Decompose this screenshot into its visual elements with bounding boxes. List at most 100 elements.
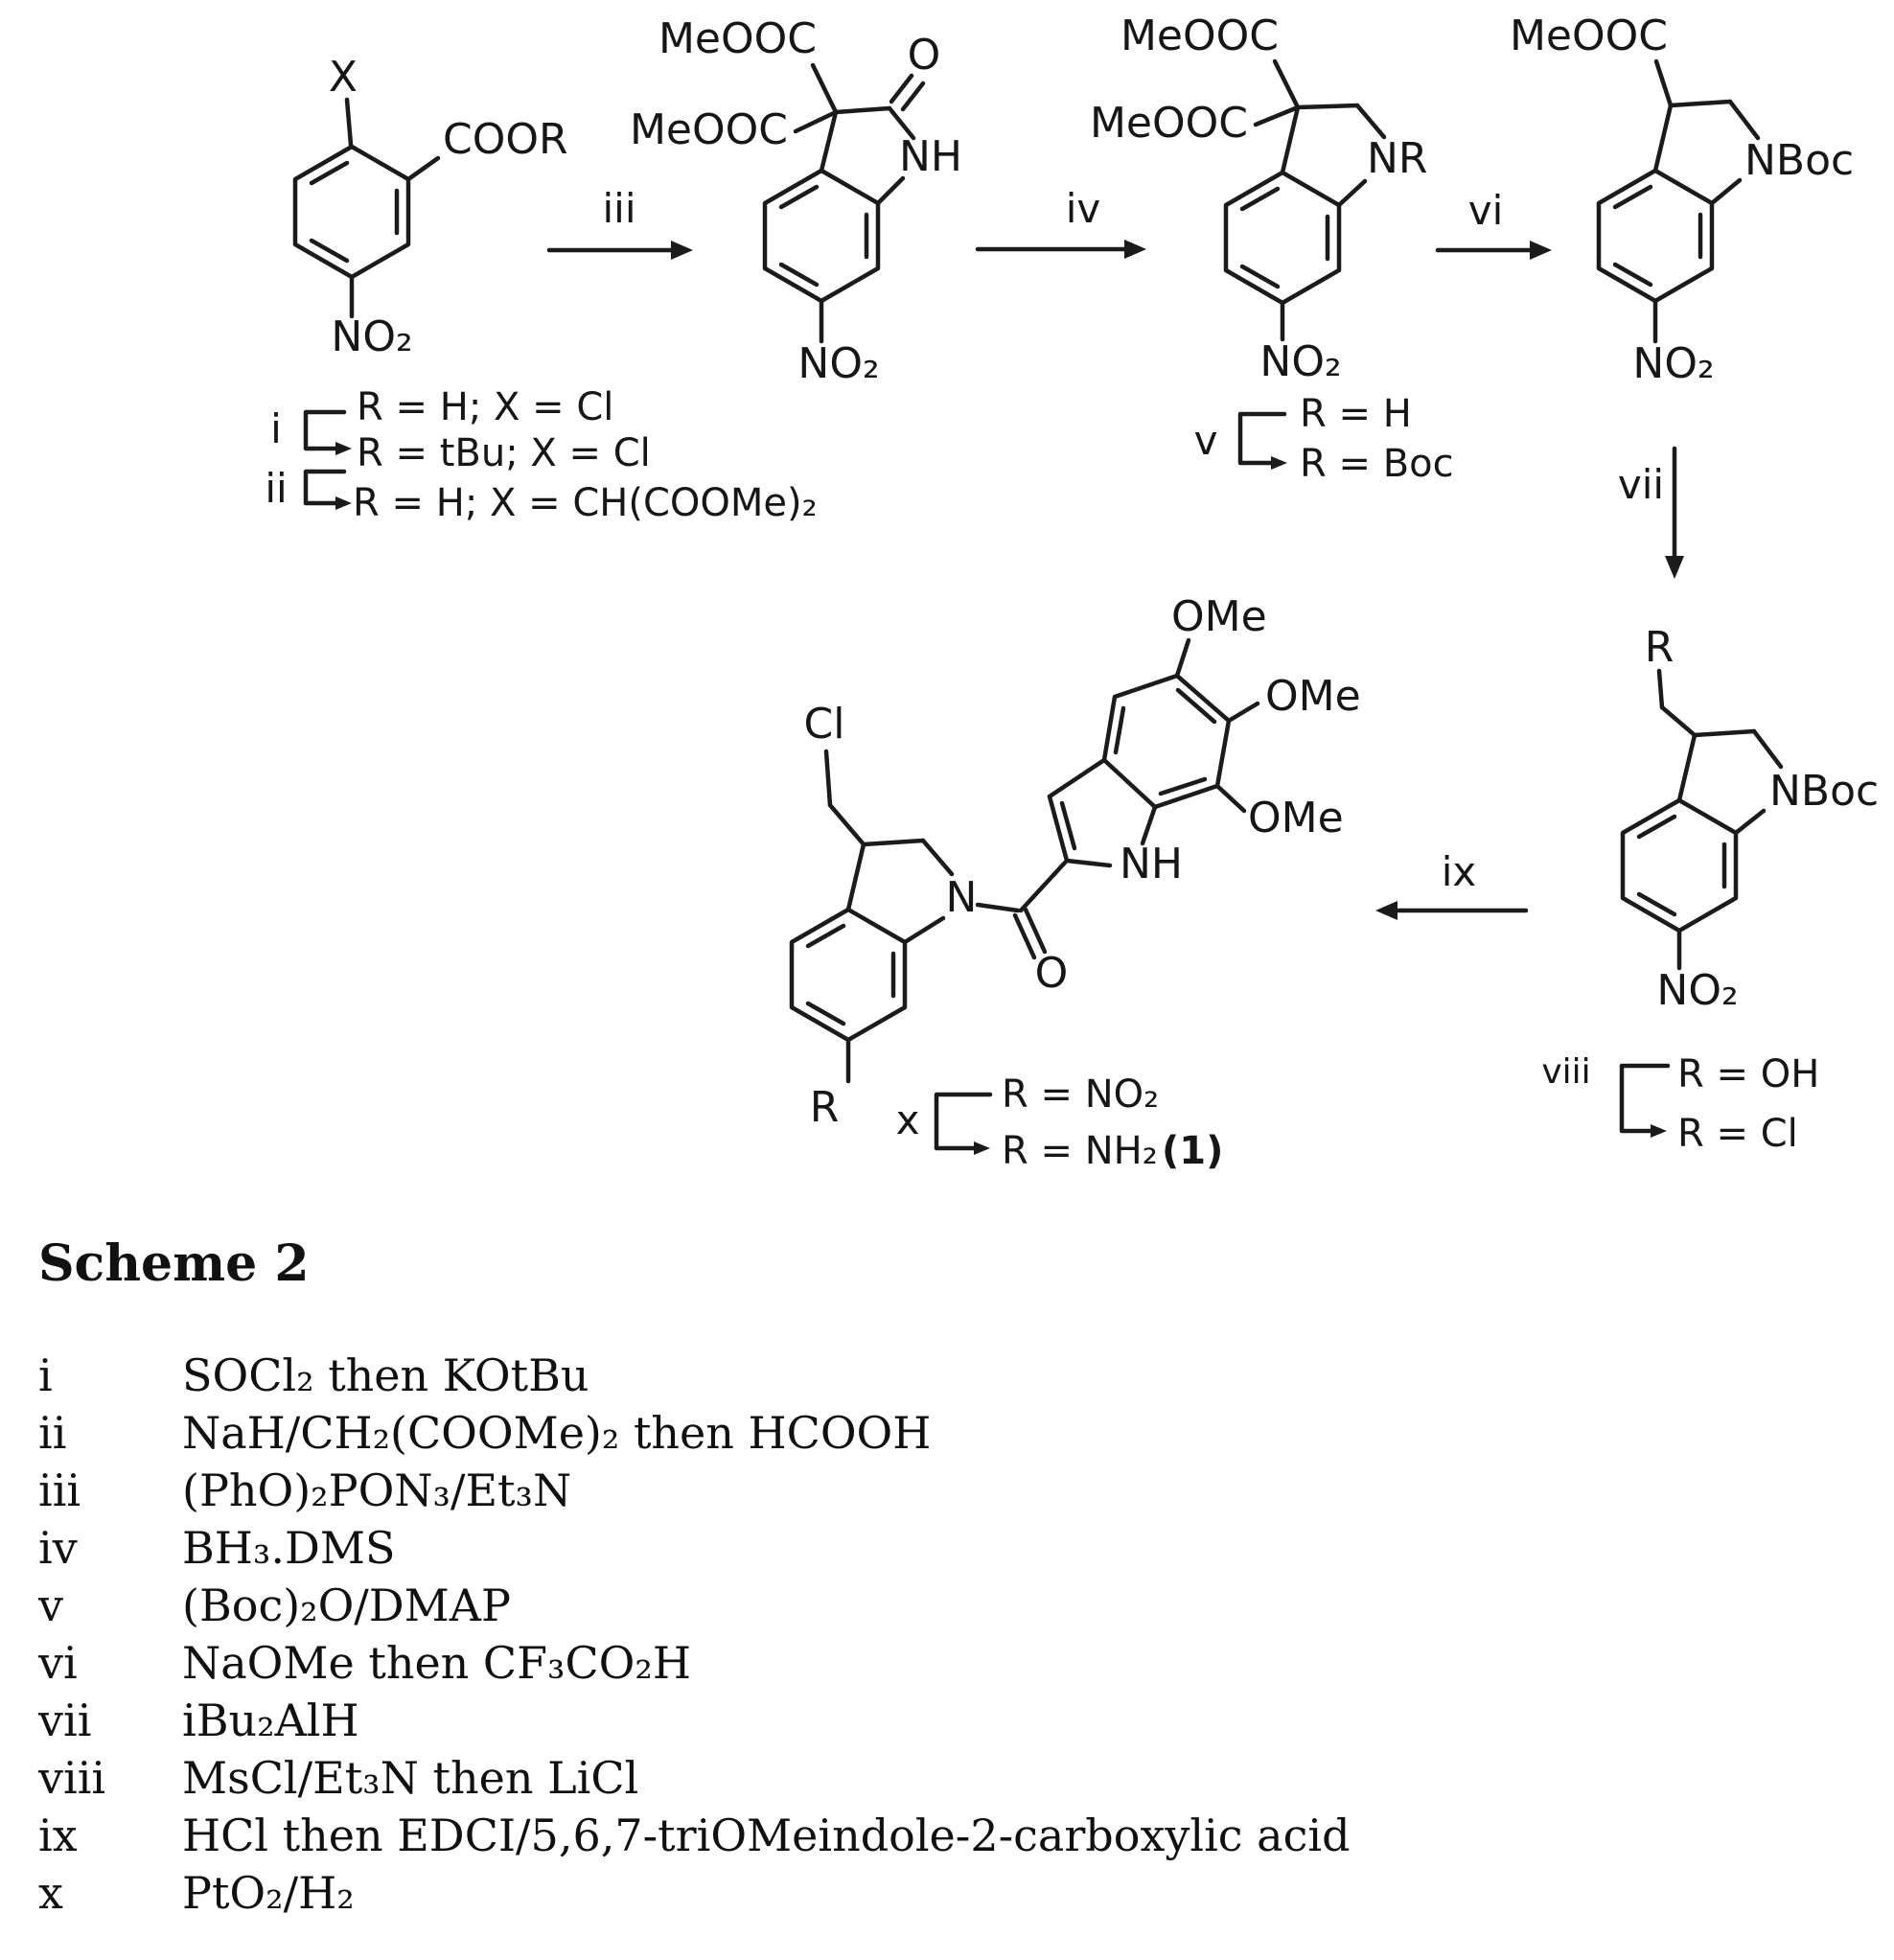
legend-row: ix HCl then EDCI/5,6,7-triOMeindole-2-ca… <box>38 1807 1351 1864</box>
legend-row: iii (PhO)₂PON₃/Et₃N <box>38 1462 1351 1519</box>
step-ii-label: ii <box>265 465 287 512</box>
ome-label: OMe <box>1248 794 1344 842</box>
legend-reagents: NaH/CH₂(COOMe)₂ then HCOOH <box>182 1407 932 1459</box>
benzene-ring <box>1223 170 1342 306</box>
legend-reagents: BH₃.DMS <box>182 1522 396 1574</box>
double-bond-inner <box>778 262 820 288</box>
bracket <box>1237 411 1287 466</box>
legend-row: v (Boc)₂O/DMAP <box>38 1577 1351 1634</box>
assignment-line: R = H; X = CH(COOMe)₂ <box>353 481 818 525</box>
double-bond-inner <box>1636 814 1677 840</box>
bond <box>920 838 955 877</box>
ketone-o-label: O <box>908 31 941 80</box>
benzene-ring <box>292 144 411 280</box>
double-bond-inner <box>805 1001 846 1026</box>
legend-reagents: SOCl₂ then KOtBu <box>182 1349 589 1401</box>
bond <box>1064 858 1113 868</box>
legend-step-numeral: ix <box>38 1810 78 1861</box>
step-vi-label: vi <box>1468 187 1504 234</box>
double-bond-inner <box>1239 186 1281 212</box>
bond <box>1652 103 1674 173</box>
bond <box>833 105 892 115</box>
assignment-line: R = H <box>1300 392 1412 436</box>
bond <box>975 902 1021 913</box>
arrow-step-ix: ix <box>1375 848 1529 920</box>
carbonyl-double-bond <box>1012 912 1037 960</box>
bond <box>344 97 354 148</box>
legend-step-numeral: vi <box>38 1637 78 1689</box>
bond <box>1226 701 1260 724</box>
arrowhead <box>1665 556 1684 579</box>
ester-label: MeOOC <box>630 105 788 154</box>
double-bond-inner <box>1113 705 1126 755</box>
carbonyl-double-bond <box>900 81 926 112</box>
bond <box>1727 99 1761 141</box>
legend-row: i SOCl₂ then KOtBu <box>38 1347 1351 1404</box>
ester-label: MeOOC <box>1510 12 1668 60</box>
bond <box>1047 757 1107 799</box>
reagent-legend: i SOCl₂ then KOtBu ii NaH/CH₂(COOMe)₂ th… <box>38 1347 1351 1922</box>
bond <box>827 802 866 847</box>
legend-row: vi NaOMe then CF₃CO₂H <box>38 1634 1351 1692</box>
double-bond-inner <box>778 184 820 210</box>
bond <box>810 62 839 115</box>
legend-reagents: PtO₂/H₂ <box>182 1867 355 1919</box>
ome-label: OMe <box>1171 592 1267 641</box>
structure-nboc-indoline-ester: MeOOC NBoc NO₂ <box>1510 12 1854 388</box>
structure-final-product: Cl N R O OMe OMe OMe NH <box>789 592 1361 1173</box>
bond <box>1659 704 1698 738</box>
bond <box>1653 58 1674 108</box>
benzene-ring <box>1596 168 1715 304</box>
double-bond-inner <box>1175 687 1217 725</box>
bond <box>1295 103 1360 110</box>
bond <box>1280 104 1301 175</box>
no2-label: NO₂ <box>1632 339 1714 388</box>
bracket <box>1619 1063 1671 1134</box>
benzene-ring <box>1620 797 1739 934</box>
legend-row: vii iBu₂AlH <box>38 1692 1351 1749</box>
bond <box>1692 728 1757 738</box>
bond <box>1668 99 1733 108</box>
assignment-line: R = OH <box>1677 1052 1819 1096</box>
legend-row: iv BH₃.DMS <box>38 1519 1351 1577</box>
step-x-label: x <box>896 1096 920 1143</box>
bracket <box>303 409 347 451</box>
step-viii-label: viii <box>1541 1052 1590 1092</box>
legend-step-numeral: i <box>38 1349 53 1401</box>
indole-benzene-ring <box>1101 673 1232 810</box>
legend-step-numeral: ii <box>38 1407 67 1459</box>
arrowhead <box>1124 240 1146 259</box>
assignment-line: R = H; X = Cl <box>357 385 613 429</box>
bond <box>1140 804 1158 846</box>
nboc-label: NBoc <box>1744 136 1854 185</box>
legend-row: ii NaH/CH₂(COOMe)₂ then HCOOH <box>38 1404 1351 1462</box>
structure-nitrobenzene-ester: X COOR NO₂ i ii R = H; X = Cl R = tBu; X… <box>265 53 817 525</box>
arrowhead <box>1530 241 1552 260</box>
assignment-line: R = Boc <box>1300 442 1454 486</box>
arrow-step-iii: iii <box>546 185 693 260</box>
bond <box>887 105 916 141</box>
ester-label: MeOOC <box>658 14 817 63</box>
nboc-label: NBoc <box>1769 767 1879 816</box>
bracket-arrowhead <box>335 442 352 455</box>
step-vii-label: vii <box>1618 461 1664 508</box>
step-iii-label: iii <box>602 185 635 232</box>
scheme-title: Scheme 2 <box>38 1234 310 1293</box>
step-iv-label: iv <box>1066 185 1101 232</box>
double-bond-inner <box>1059 800 1077 851</box>
carbonyl-double-bond <box>1023 907 1048 955</box>
ome-label: OMe <box>1265 672 1361 721</box>
reaction-scheme-drawing: X COOR NO₂ i ii R = H; X = Cl R = tBu; X… <box>265 12 1879 1173</box>
bond <box>1336 178 1368 208</box>
carbonyl-double-bond <box>889 73 914 104</box>
legend-step-numeral: v <box>38 1580 63 1631</box>
no2-label: NO₂ <box>1259 337 1341 386</box>
carbonyl-o-label: O <box>1035 949 1069 998</box>
legend-step-numeral: viii <box>38 1752 106 1804</box>
legend-reagents: NaOMe then CF₃CO₂H <box>182 1637 691 1689</box>
bond <box>1253 104 1301 127</box>
nh-label: NH <box>899 132 962 181</box>
arrowhead <box>1375 901 1397 920</box>
bracket <box>303 469 347 506</box>
